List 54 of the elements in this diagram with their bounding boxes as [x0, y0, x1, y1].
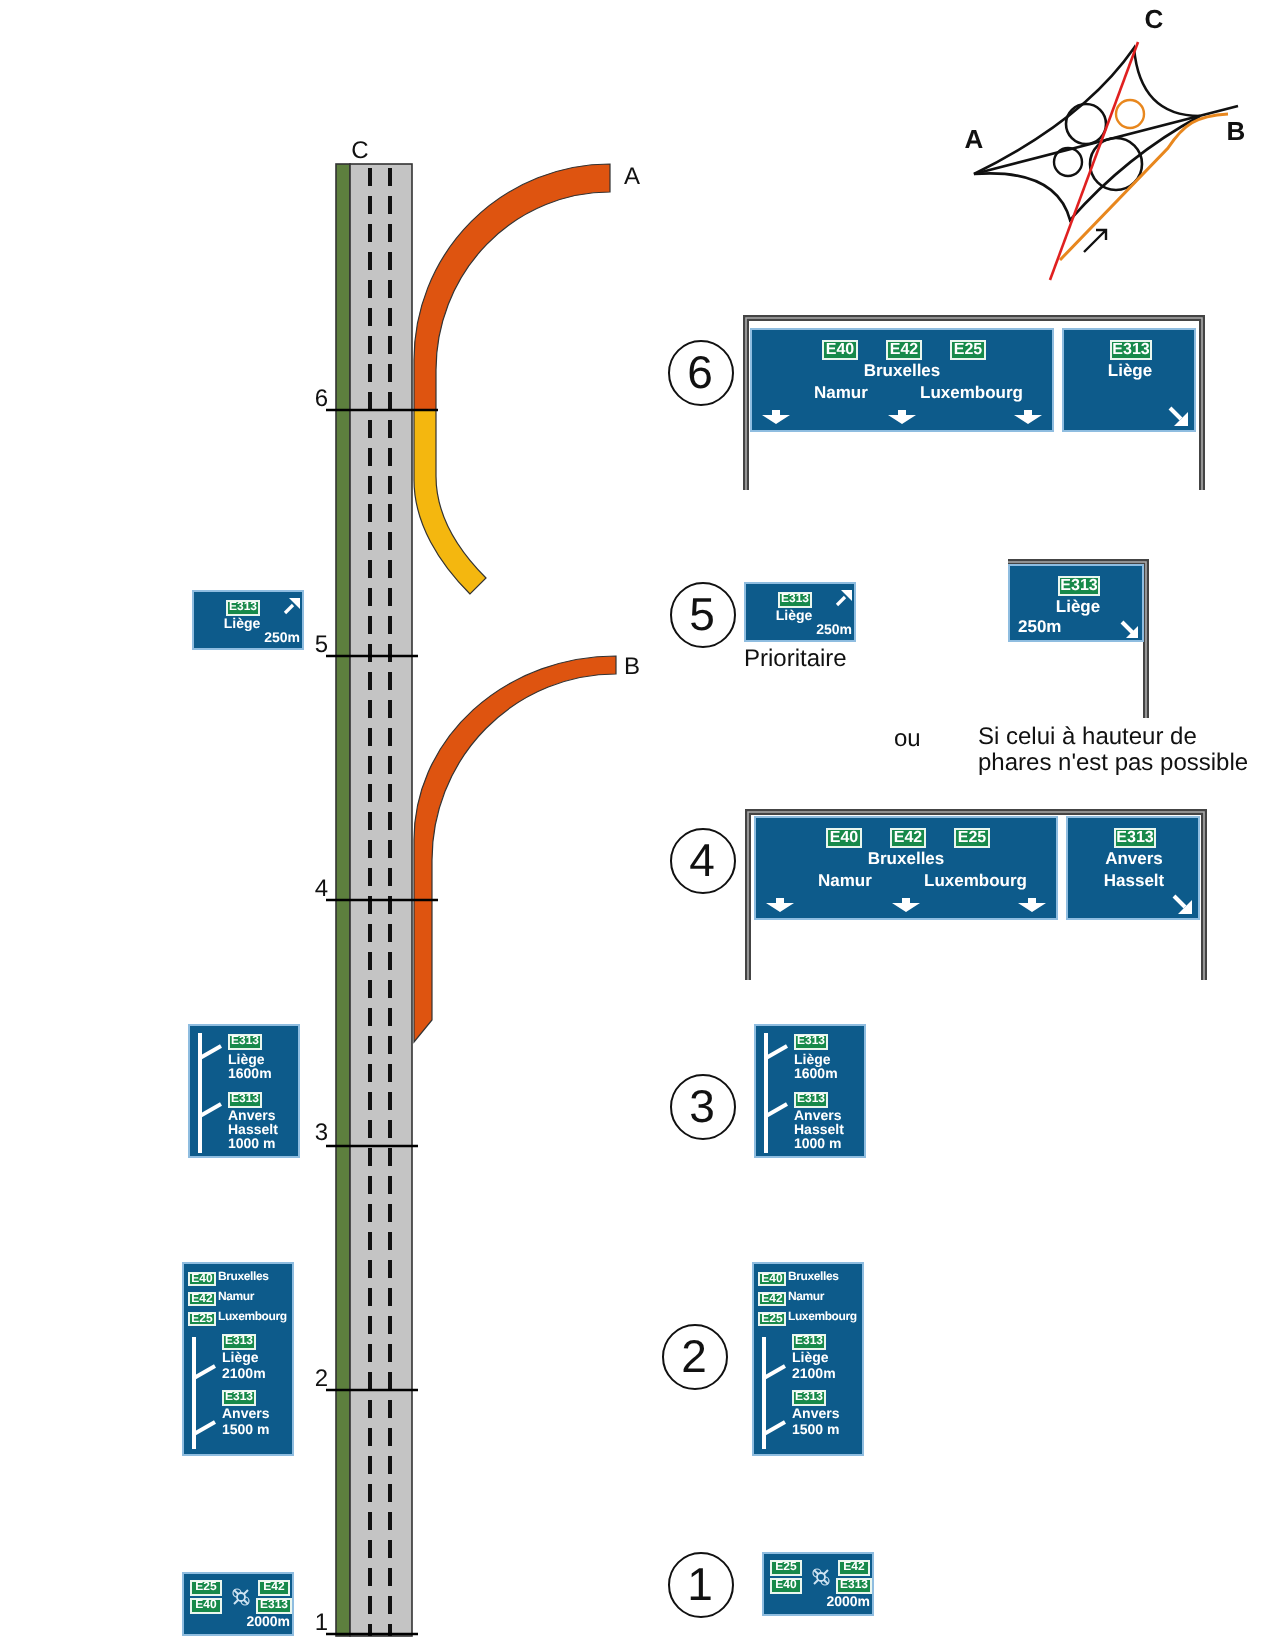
position-number: 3	[314, 1118, 328, 1146]
route-number-plate: E25	[950, 340, 986, 360]
direction-sign	[754, 1024, 866, 1158]
route-number-plate: E313	[1058, 576, 1100, 596]
route-number-plate: E313	[1110, 340, 1152, 360]
route-number-plate: E40	[822, 340, 858, 360]
direction-letter: B	[1226, 118, 1246, 146]
direction-letter: C	[1144, 6, 1164, 34]
number-circle: 4	[669, 827, 735, 893]
direction-sign	[182, 1572, 294, 1636]
gantry-sign-panel	[1066, 816, 1200, 920]
gantry-sign-panel	[754, 816, 1058, 920]
distance-value: 250m	[1018, 618, 1062, 637]
route-number-plate: E42	[890, 828, 926, 848]
direction-letter: A	[964, 126, 984, 154]
destination-name: Luxembourg	[920, 384, 1023, 403]
sign-note: Si celui à hauteur de phares n'est pas possible	[978, 724, 1251, 776]
sign-caption: Prioritaire	[744, 646, 847, 672]
number-circle: 6	[667, 339, 733, 405]
destination-name: Namur	[818, 872, 872, 891]
direction-sign	[752, 1262, 864, 1456]
route-number-plate: E25	[954, 828, 990, 848]
destination-name: Bruxelles	[863, 362, 941, 381]
direction-sign	[744, 582, 856, 642]
destination-name: Namur	[814, 384, 868, 403]
direction-sign	[188, 1024, 300, 1158]
direction-letter: C	[351, 136, 369, 164]
destination-name: Bruxelles	[867, 850, 945, 869]
number-circle: 2	[661, 1323, 727, 1389]
route-number-plate: E313	[1114, 828, 1156, 848]
position-number: 2	[314, 1364, 328, 1392]
position-number: 1	[314, 1608, 328, 1636]
destination-name: Liège	[1055, 598, 1101, 617]
route-number-plate: E40	[826, 828, 862, 848]
direction-letter: A	[624, 162, 641, 190]
direction-sign	[182, 1262, 294, 1456]
destination-name: Luxembourg	[924, 872, 1027, 891]
position-number: 6	[314, 384, 328, 412]
direction-sign	[192, 590, 304, 650]
gantry-sign-panel	[1062, 328, 1196, 432]
number-circle: 1	[667, 1551, 733, 1617]
number-circle: 5	[669, 581, 735, 647]
route-number-plate: E42	[886, 340, 922, 360]
direction-sign	[762, 1552, 874, 1616]
number-circle: 3	[669, 1073, 735, 1139]
destination-name: Anvers	[1105, 850, 1163, 869]
destination-name: Liège	[1107, 362, 1153, 381]
position-number: 5	[314, 630, 328, 658]
gantry-sign-panel	[750, 328, 1054, 432]
direction-sign	[1008, 564, 1144, 642]
destination-name: Hasselt	[1103, 872, 1165, 891]
choice-word: ou	[894, 724, 921, 752]
position-number: 4	[314, 874, 328, 902]
direction-letter: B	[624, 652, 641, 680]
